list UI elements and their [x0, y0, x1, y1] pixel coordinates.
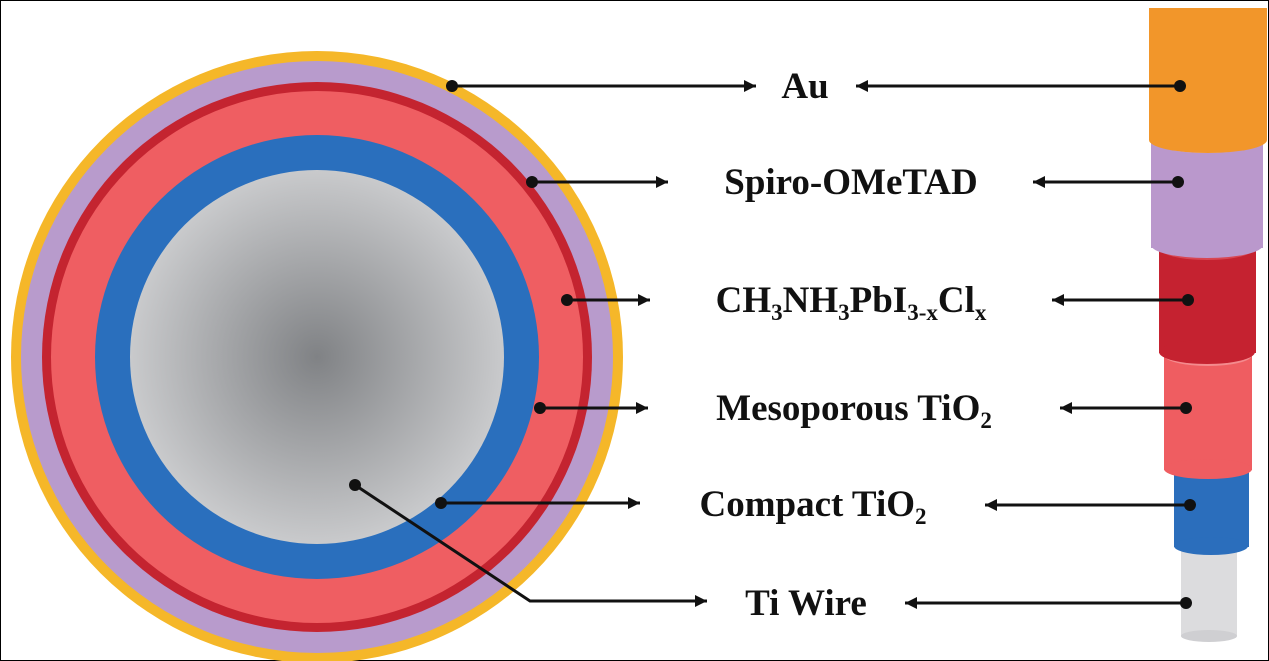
label-text: Ti Wire: [745, 583, 867, 624]
dot-compact-left: [435, 497, 447, 509]
label-mesoporous-tio2: Mesoporous TiO2: [716, 388, 992, 432]
label-subscript: 3: [771, 300, 783, 325]
dot-au-left: [446, 80, 458, 92]
dot-perovskite-left: [561, 294, 573, 306]
label-subscript: 3-x: [907, 300, 938, 325]
dot-au-right: [1174, 80, 1186, 92]
wire-compact-bottom: [1174, 537, 1248, 555]
pointer-compact: [441, 497, 1190, 511]
wire-mesoporous-bottom: [1164, 459, 1252, 479]
label-text: Cl: [937, 280, 975, 321]
label-text: Mesoporous TiO: [716, 388, 981, 429]
label-compact-tio2: Compact TiO2: [699, 484, 926, 528]
label-text: Compact TiO: [699, 484, 916, 525]
dot-mesoporous-right: [1180, 402, 1192, 414]
label-spiro-ometad: Spiro-OMeTAD: [724, 164, 978, 201]
dot-spiro-right: [1172, 176, 1184, 188]
leader-lines: [354, 80, 1190, 609]
label-subscript: x: [974, 300, 987, 325]
cross-section: [11, 51, 623, 661]
pointer-ti-wire: [354, 483, 1186, 609]
leader-dots: [349, 80, 1196, 609]
core-ti: [130, 170, 504, 544]
label-au: Au: [781, 68, 828, 105]
dot-mesoporous-left: [534, 402, 546, 414]
label-text: CH: [715, 280, 772, 321]
label-ti-wire: Ti Wire: [745, 585, 867, 622]
wire-ti-cap: [1181, 630, 1237, 642]
dot-compact-right: [1184, 499, 1196, 511]
wire-spiro-segment: [1151, 140, 1263, 248]
wire-mesoporous-segment: [1164, 355, 1252, 470]
label-text: PbI: [849, 280, 908, 321]
label-perovskite: CH3NH3PbI3-xClx: [715, 280, 987, 324]
wire-au-segment: [1149, 8, 1267, 140]
wire-perovskite-bottom: [1159, 340, 1255, 364]
label-subscript: 2: [915, 504, 927, 529]
dot-spiro-left: [526, 176, 538, 188]
label-subscript: 3: [838, 300, 850, 325]
wire-side-view: [1149, 8, 1267, 642]
label-text: Spiro-OMeTAD: [724, 162, 978, 203]
dot-ti-wire-left: [349, 479, 361, 491]
wire-spiro-bottom: [1151, 232, 1263, 258]
label-subscript: 2: [980, 408, 992, 433]
wire-au-bottom: [1149, 127, 1267, 153]
label-text: Au: [781, 66, 829, 107]
dot-perovskite-right: [1182, 294, 1194, 306]
dot-ti-wire-right: [1180, 597, 1192, 609]
wire-ti-segment: [1181, 540, 1237, 636]
label-text: NH: [782, 280, 839, 321]
